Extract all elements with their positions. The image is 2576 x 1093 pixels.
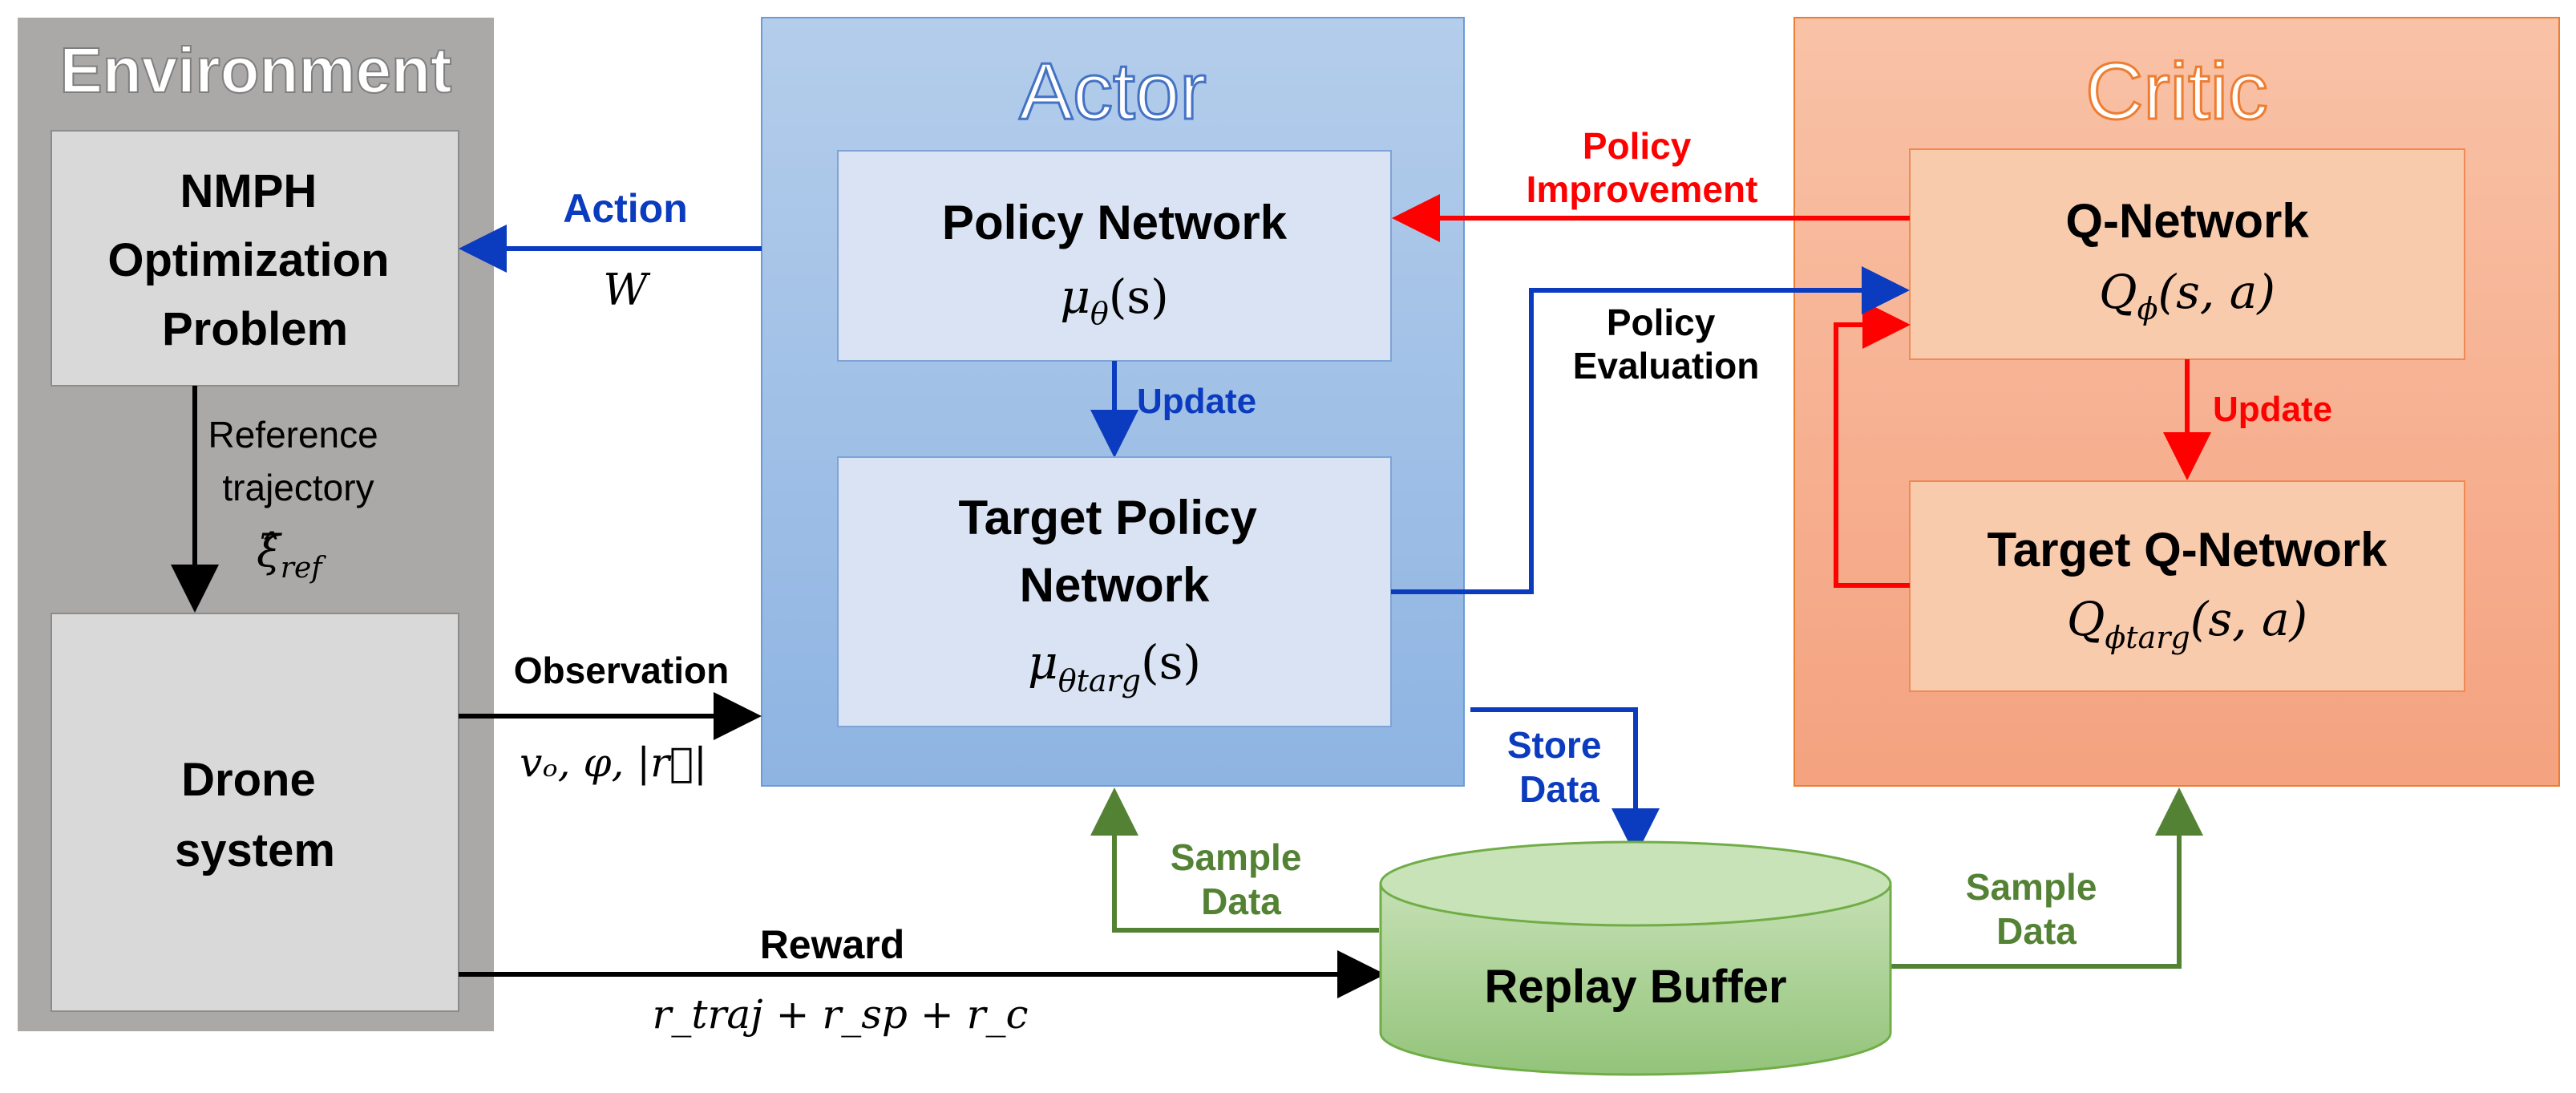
sample-data-actor-arrow	[1090, 787, 1379, 933]
policy-improvement-label: Policy Improvement	[1527, 125, 1758, 210]
q-network-box[interactable]	[1909, 148, 2465, 360]
sample-data-actor-label: Sample Data	[1171, 836, 1312, 922]
nmph-label: NMPH Optimization Problem	[107, 165, 402, 355]
replay-buffer-top	[1379, 840, 1892, 927]
critic-title: Critic	[2085, 47, 2268, 136]
reward-label: Reward	[760, 922, 905, 967]
target-q-network-label: Target Q-Network	[1988, 523, 2388, 577]
actor-title: Actor	[1019, 47, 1206, 136]
replay-buffer-body	[1379, 882, 1892, 1076]
target-policy-network-symbol: μθtarg(s)	[1028, 635, 1201, 698]
critic-update-label: Update	[2213, 390, 2332, 429]
reference-trajectory-symbol: ξ̂ref	[257, 526, 326, 585]
policy-network-box[interactable]	[837, 150, 1392, 362]
reward-value: r_traj + r_sp + r_c	[652, 991, 1028, 1038]
target-q-feedback-arrow	[1834, 301, 1911, 588]
q-network-symbol: Qϕ(s, a)	[2099, 265, 2275, 326]
store-data-arrow	[1470, 707, 1660, 856]
target-q-network-symbol: Qϕtarg(s, a)	[2067, 592, 2307, 655]
environment-title: Environment	[60, 34, 452, 106]
nmph-box[interactable]	[51, 130, 459, 387]
target-policy-network-label: Target Policy Network	[958, 491, 1270, 612]
replay-buffer[interactable]: Replay Buffer	[1379, 840, 1892, 1076]
q-network-label: Q-Network	[2065, 194, 2309, 248]
actor-update-label: Update	[1137, 382, 1256, 421]
action-value: W	[603, 265, 651, 315]
sample-data-critic-arrow	[1891, 787, 2203, 969]
observation-value: vₒ, φ, |r⃗|	[520, 739, 707, 786]
target-q-network-box[interactable]	[1909, 480, 2465, 692]
drone-system-box[interactable]	[51, 613, 459, 1012]
sample-data-critic-label: Sample Data	[1966, 866, 2107, 952]
store-data-label: Store Data	[1507, 724, 1612, 810]
action-label: Action	[563, 186, 688, 231]
policy-evaluation-label: Policy Evaluation	[1573, 302, 1760, 387]
policy-network-label: Policy Network	[942, 196, 1288, 249]
target-policy-network-box[interactable]	[837, 456, 1392, 727]
observation-label: Observation	[514, 650, 729, 691]
reference-trajectory-label: Reference trajectory	[208, 414, 388, 508]
policy-network-symbol: μθ(s)	[1060, 269, 1169, 331]
drone-system-label: Drone system	[175, 754, 335, 876]
policy-evaluation-arrow	[1391, 266, 1910, 594]
replay-buffer-label: Replay Buffer	[1484, 961, 1786, 1013]
